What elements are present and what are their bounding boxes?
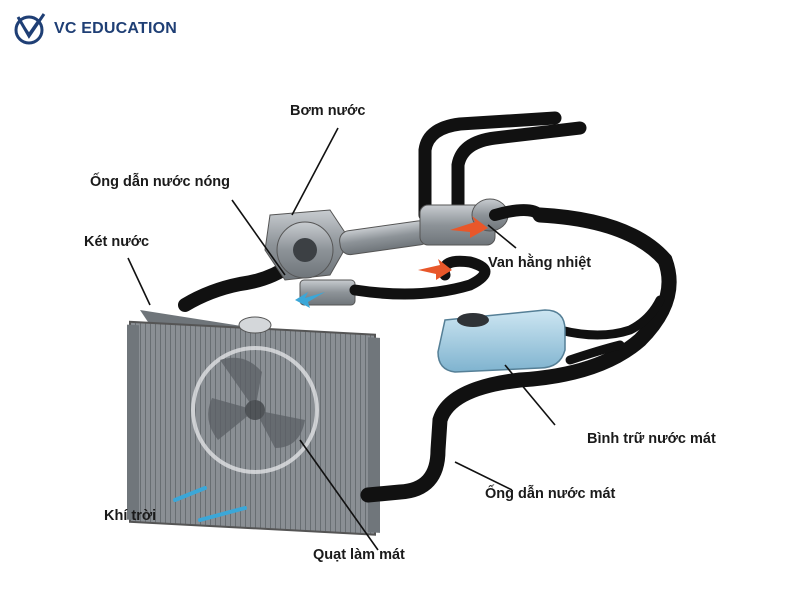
brand-name: VC EDUCATION: [54, 20, 177, 37]
leader-lines: [127, 127, 556, 551]
label-water-pump: Bơm nước: [290, 103, 366, 119]
cooling-fan: [191, 346, 319, 474]
radiator: [127, 310, 380, 536]
label-thermostat: Van hằng nhiệt: [488, 255, 592, 271]
cool-hose: [360, 207, 677, 503]
flow-arrows: [173, 216, 488, 522]
label-hot-water-hose: Ống dẫn nước nóng: [90, 174, 231, 190]
hot-hose: [178, 258, 297, 312]
radiator-cap: [238, 316, 272, 334]
label-radiator: Két nước: [84, 234, 150, 250]
label-cooling-fan: Quạt làm mát: [313, 547, 405, 563]
label-cool-water-hose: Ống dẫn nước mát: [485, 486, 616, 502]
label-coolant-reservoir: Bình trữ nước mát: [587, 431, 716, 447]
brand-logo: VC EDUCATION: [10, 12, 177, 46]
vc-education-logo-icon: [14, 13, 46, 45]
label-air: Khí trời: [104, 508, 157, 524]
upper-hoses: [418, 111, 587, 222]
coolant-reservoir: [437, 309, 566, 373]
